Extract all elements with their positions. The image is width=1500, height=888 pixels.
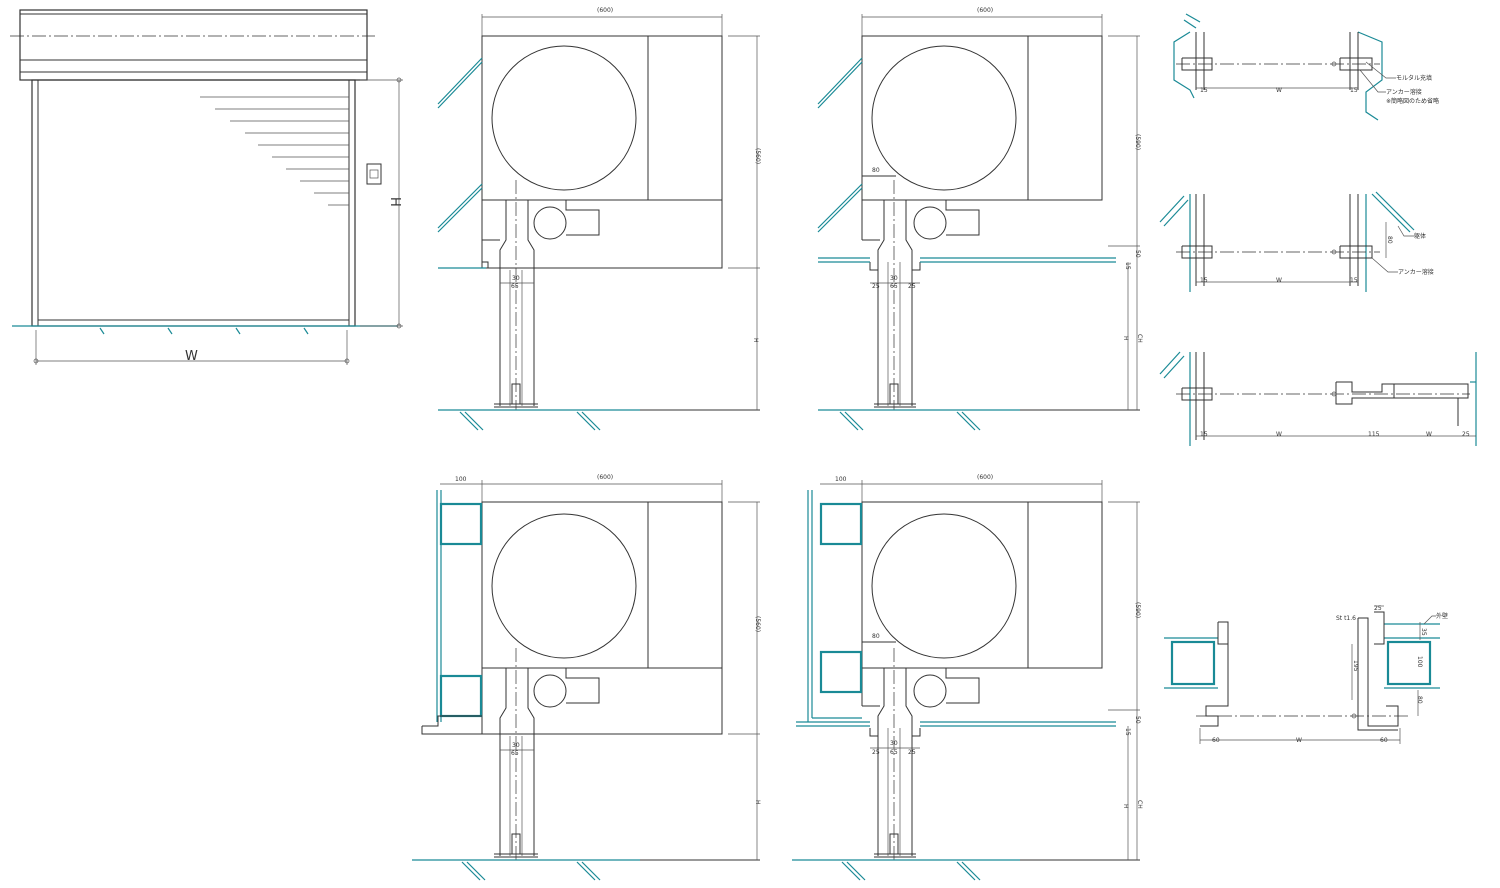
shaft-circle-b [913, 206, 947, 240]
section-b-dim-25a: 25 [872, 283, 880, 290]
plan-4-25: 25 [1374, 605, 1382, 612]
section-c-dim-30: 30 [512, 742, 520, 749]
plan-1-note-anchor: アンカー溶接 [1386, 88, 1422, 96]
section-c-left-dim: 100 [455, 476, 467, 483]
plan-4-right: 60 [1380, 737, 1388, 744]
section-a-side-dim: (560) [754, 148, 761, 164]
plan-4-mid: W [1296, 737, 1302, 744]
plan-1-note-simplified: ※簡略図のため省略 [1386, 97, 1439, 105]
plan-2-side: 80 [1386, 236, 1393, 244]
height-label: H [387, 197, 402, 207]
plan-detail-4: 60 W 60 St t1.6 25 外壁 35 195 100 80 [1164, 605, 1448, 744]
plan-2-note-anchor: アンカー溶接 [1398, 268, 1434, 276]
section-d-dim-25b: 25 [908, 749, 916, 756]
plan-4-left: 60 [1212, 737, 1220, 744]
plan-4-st: St t1.6 [1336, 615, 1356, 622]
plan-3-left: 15 [1200, 431, 1208, 438]
shutter-roll-circle-b [871, 45, 1017, 191]
section-b-dim-25b: 25 [908, 283, 916, 290]
plan-detail-1: 15 W 15 モルタル充填 アンカー溶接 ※簡略図のため省略 [1173, 13, 1439, 121]
plan-4-80: 80 [1416, 696, 1423, 704]
plan-1-left: 15 [1200, 87, 1208, 94]
plan-2-note-structure: 躯体 [1414, 232, 1426, 240]
section-d-left-dim: 100 [835, 476, 847, 483]
section-b-h: H [1122, 336, 1129, 341]
plan-2-mid: W [1276, 277, 1282, 284]
section-d-ch: CH [1136, 800, 1143, 809]
section-d-top-dim: (600) [977, 474, 993, 481]
shaft-circle [533, 206, 567, 240]
plan-3-w2: W [1426, 431, 1432, 438]
shaft-circle-d [913, 674, 947, 708]
section-d-dim-65: 65 [890, 749, 898, 756]
plan-detail-2: 80 躯体 アンカー溶接 15 W 15 [1159, 191, 1434, 292]
plan-2-right: 15 [1350, 277, 1358, 284]
section-d-dim-15: 15 [1124, 728, 1131, 736]
steel-post-top-c [439, 502, 483, 546]
slat-lines [200, 96, 349, 206]
section-b-dim-80: 80 [872, 167, 880, 174]
plan-4-wall: 外壁 [1436, 612, 1448, 620]
width-label: W [185, 349, 198, 364]
section-b: (600) 80 30 25 65 25 [817, 7, 1143, 431]
steel-post-bottom-c [439, 674, 483, 718]
section-c-top-dim: (600) [597, 474, 613, 481]
section-b-side-dim: (590) [1134, 134, 1141, 150]
plan-detail-3: 15 W 115 W 25 [1159, 351, 1477, 446]
front-elevation: W H [10, 9, 403, 365]
shutter-roll-circle [491, 45, 637, 191]
plan-3-25: 25 [1462, 431, 1470, 438]
steel-post-right-plan [1386, 640, 1432, 686]
section-c-side-dim: (560) [754, 616, 761, 632]
section-d-dim-30: 30 [890, 740, 898, 747]
steel-post-top-d [819, 502, 863, 546]
plan-3-115: 115 [1368, 431, 1380, 438]
shaft-circle-c [533, 674, 567, 708]
section-d-h: H [1122, 804, 1129, 809]
plan-4-100: 100 [1416, 656, 1423, 668]
section-a-dim-65: 65 [511, 283, 519, 290]
section-a-h: H [752, 338, 759, 343]
steel-post-left-plan [1170, 640, 1216, 686]
section-b-top-dim: (600) [977, 7, 993, 14]
section-c-h: H [754, 800, 761, 805]
section-c-dim-65: 65 [511, 750, 519, 757]
section-a: (600) 30 65 (560) H [437, 7, 761, 431]
steel-post-bottom-d [819, 650, 863, 694]
section-d: 100 (600) 80 30 25 65 25 [792, 474, 1143, 881]
section-d-side-dim: (590) [1134, 602, 1141, 618]
plan-4-35: 35 [1420, 628, 1427, 636]
section-a-top-dim: (600) [597, 7, 613, 14]
section-b-dim-50: 50 [1134, 250, 1141, 258]
section-c: 100 (600) 30 65 [412, 474, 761, 881]
plan-1-mid: W [1276, 87, 1282, 94]
shutter-roll-circle-c [491, 513, 637, 659]
plan-1-right: 15 [1350, 87, 1358, 94]
plan-4-195: 195 [1352, 660, 1359, 672]
section-a-dim-30: 30 [512, 275, 520, 282]
section-d-dim-25a: 25 [872, 749, 880, 756]
plan-2-left: 15 [1200, 277, 1208, 284]
shutter-roll-circle-d [871, 513, 1017, 659]
section-d-dim-50: 50 [1134, 716, 1141, 724]
section-b-dim-30: 30 [890, 275, 898, 282]
section-b-dim-15: 15 [1124, 262, 1131, 270]
plan-1-note-mortar: モルタル充填 [1396, 74, 1432, 82]
section-d-dim-80: 80 [872, 633, 880, 640]
section-b-ch: CH [1136, 334, 1143, 343]
switch-box-icon [366, 163, 382, 185]
section-b-dim-65: 65 [890, 283, 898, 290]
plan-3-mid: W [1276, 431, 1282, 438]
